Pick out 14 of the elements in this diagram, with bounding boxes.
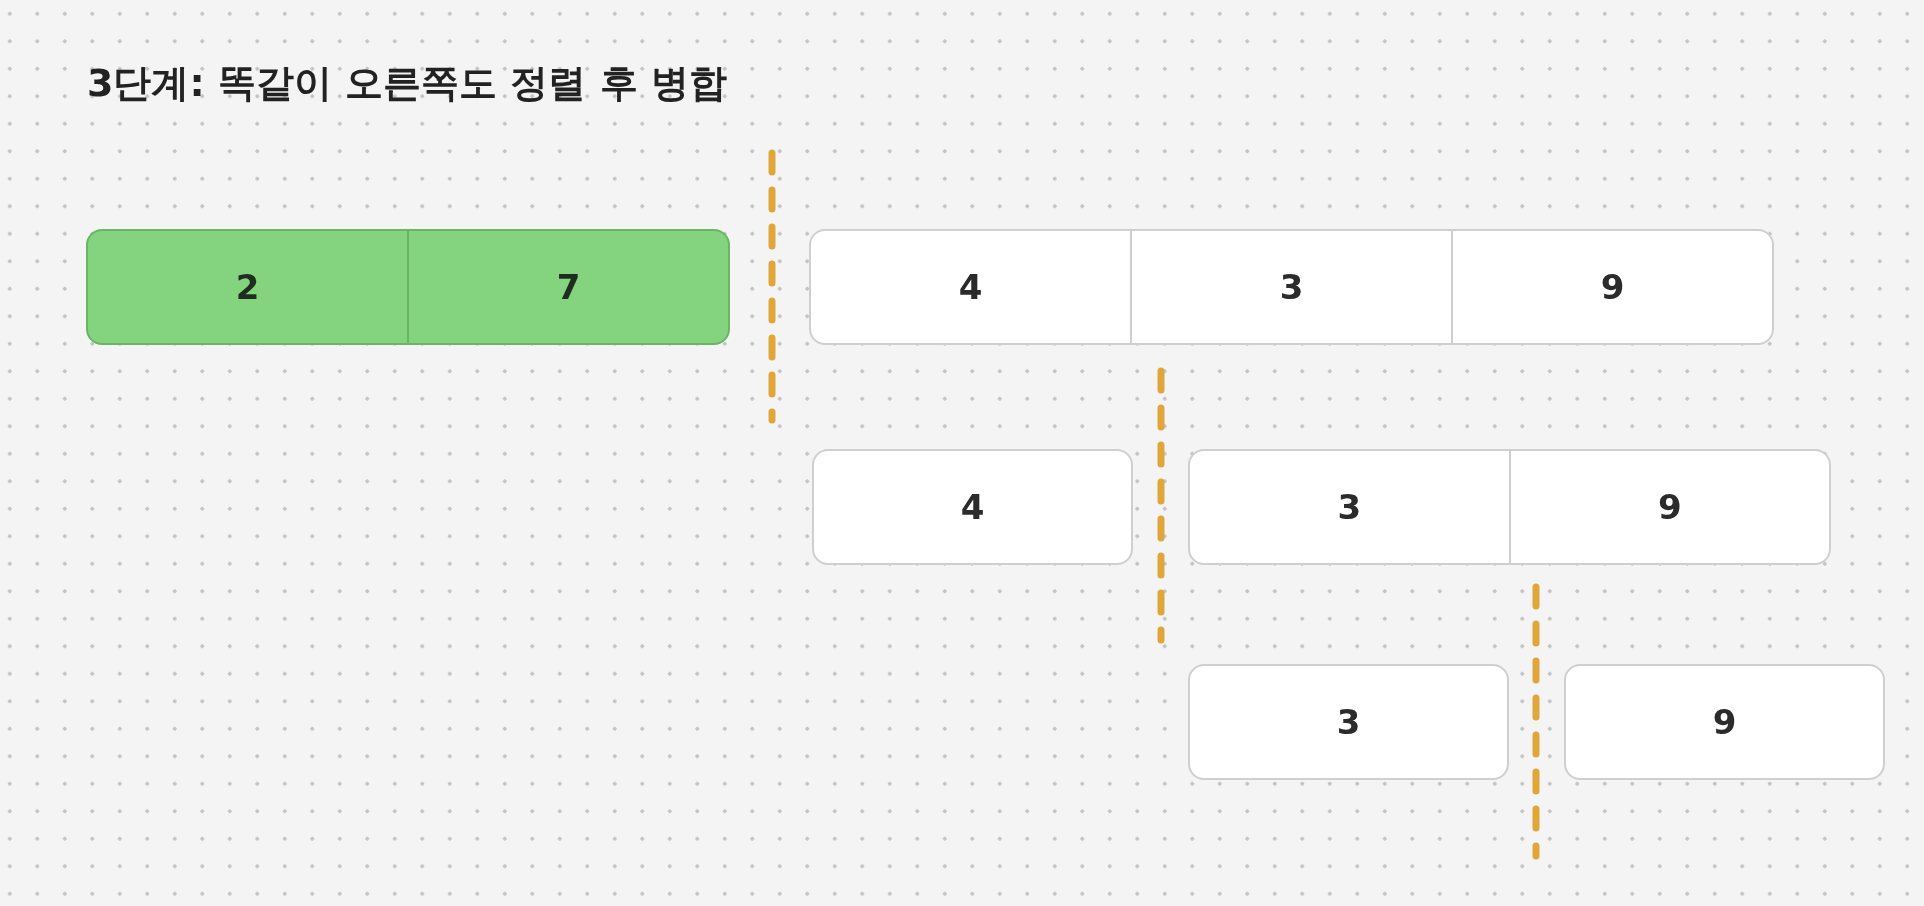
title: 3단계: 똑같이 오른쪽도 정렬 후 병합 — [87, 60, 727, 107]
array-box — [86, 229, 730, 345]
array-cell: 3 — [1130, 231, 1451, 343]
array-box — [1188, 449, 1831, 565]
array-cell: 9 — [1508, 451, 1829, 563]
array-cell: 4 — [811, 231, 1130, 343]
array-box — [809, 229, 1774, 345]
number-box: 3 — [1188, 664, 1509, 780]
array-cell: 3 — [1190, 451, 1509, 563]
number-box: 4 — [812, 449, 1133, 565]
number-box: 9 — [1564, 664, 1885, 780]
array-cell: 2 — [88, 231, 407, 343]
array-cell: 7 — [407, 231, 728, 343]
array-cell: 9 — [1451, 231, 1772, 343]
